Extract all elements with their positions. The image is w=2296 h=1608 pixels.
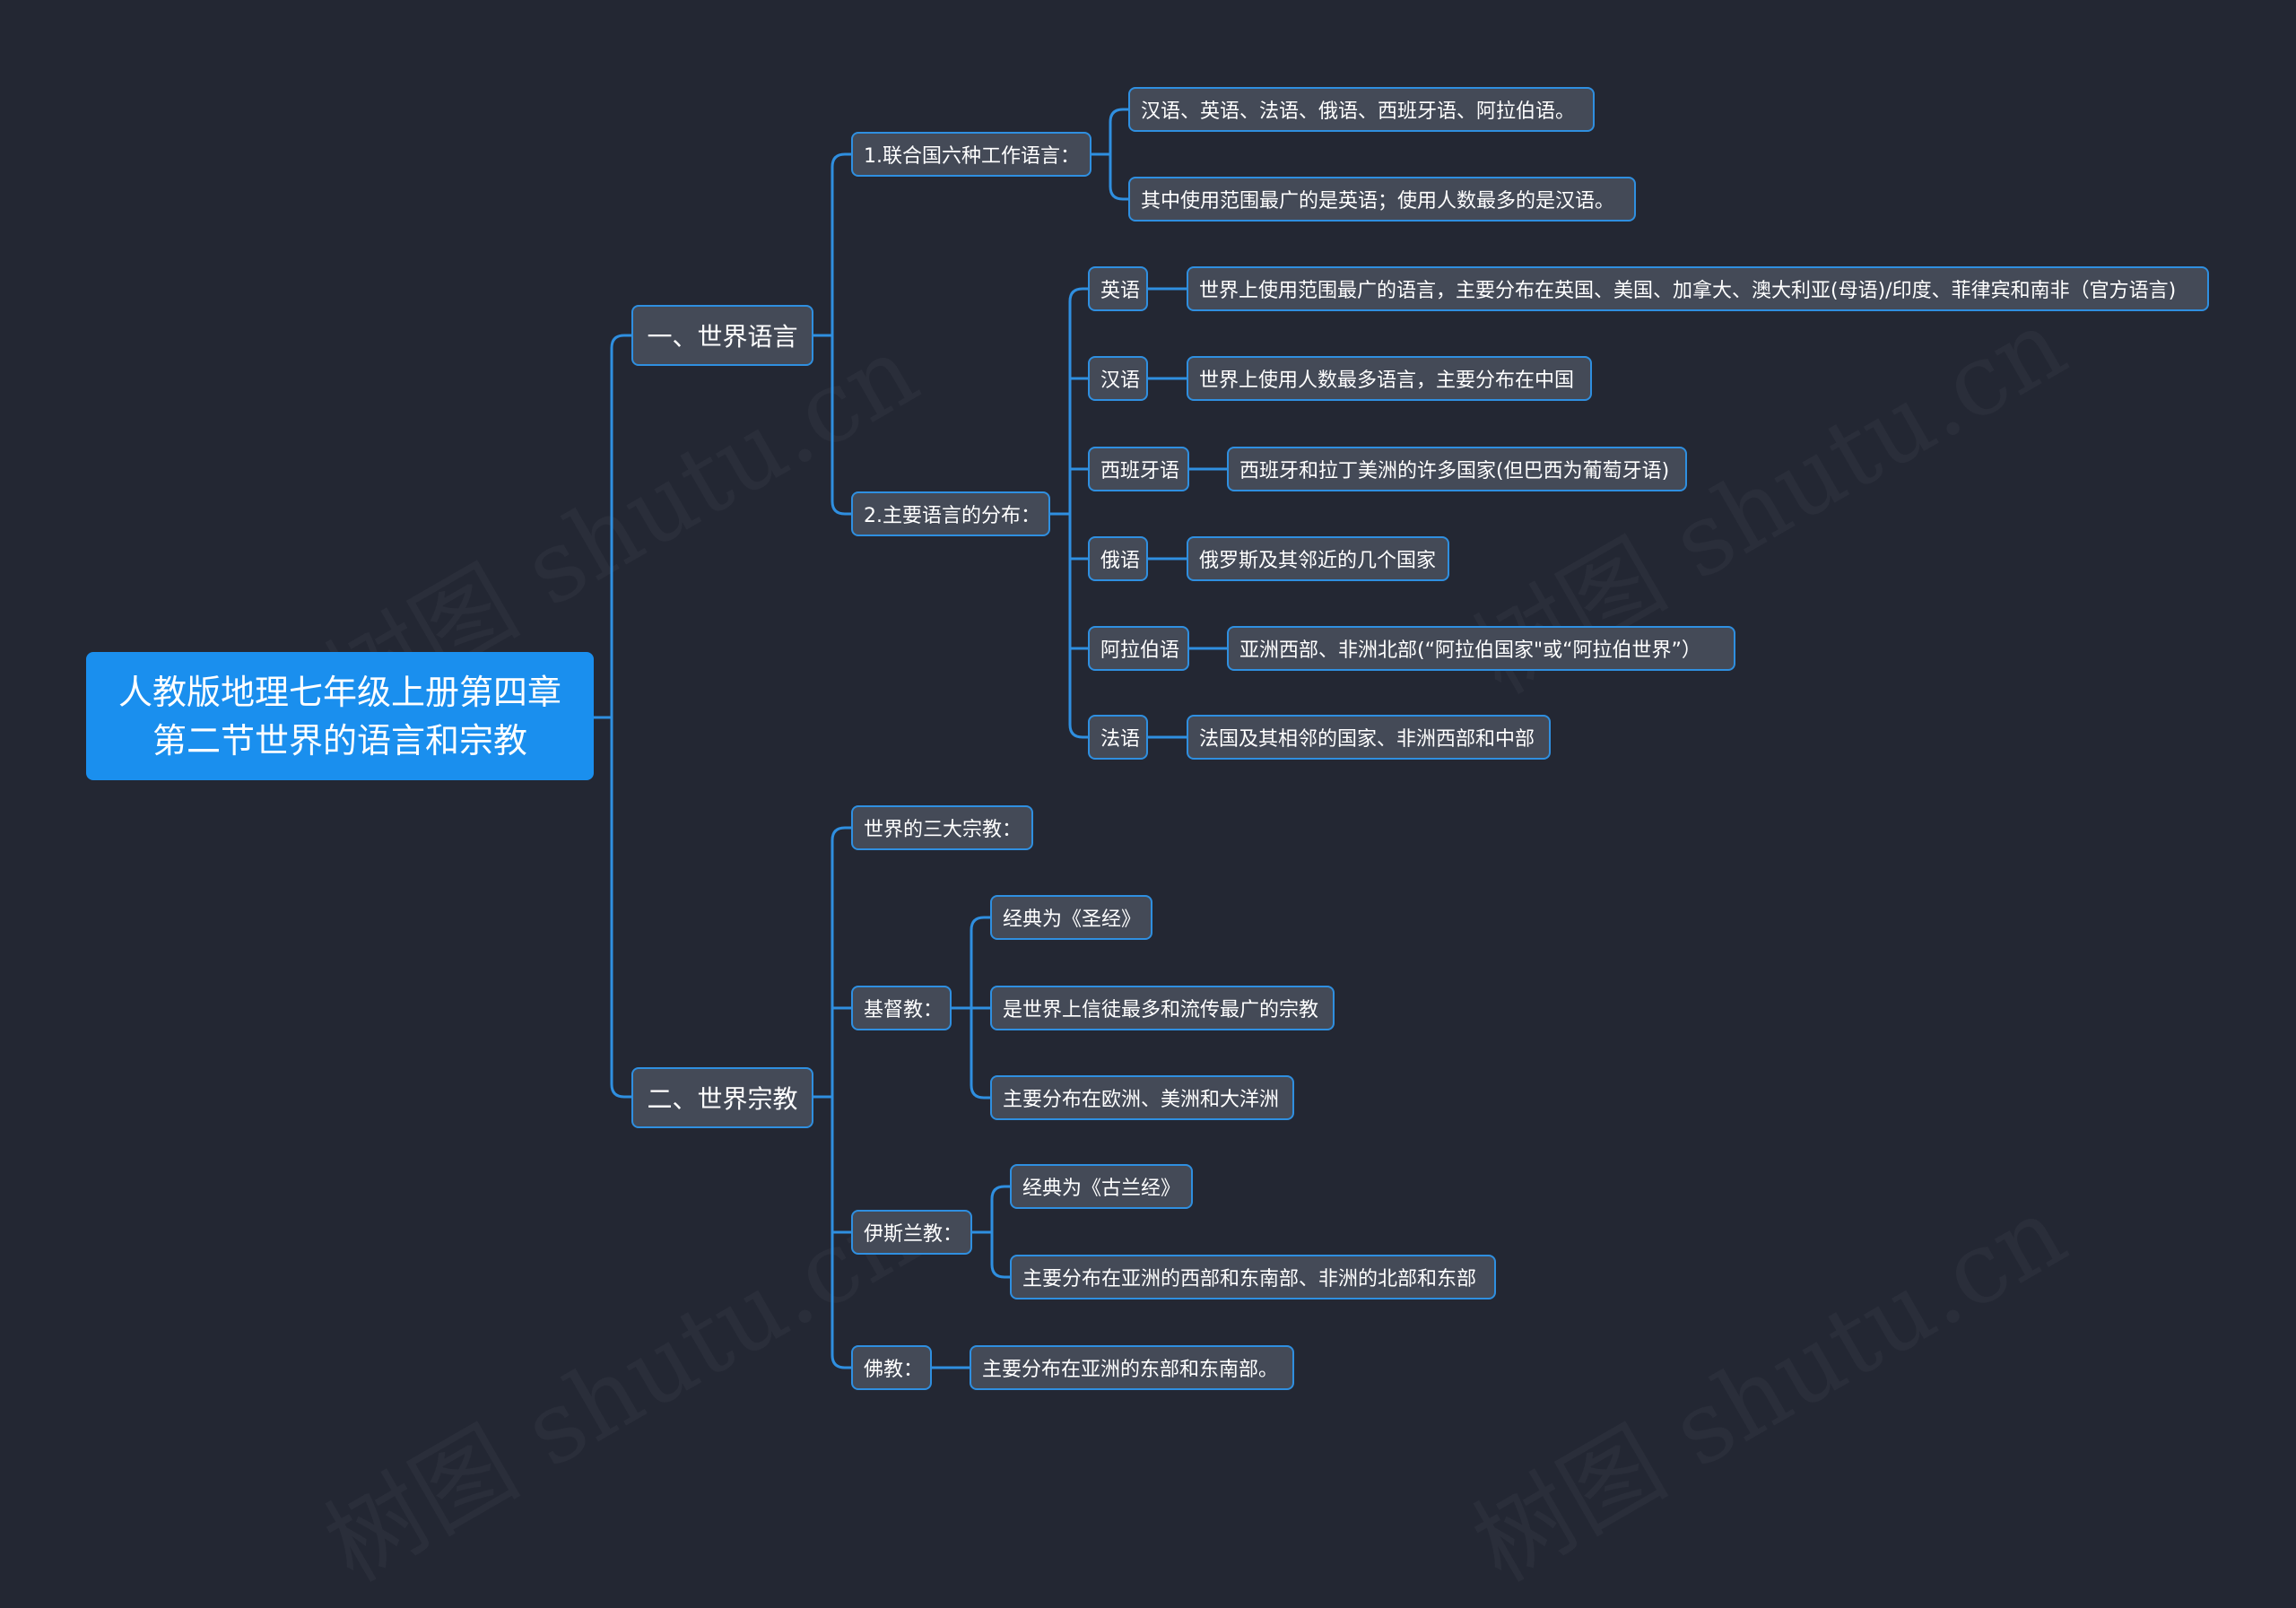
topic-language-french[interactable]: 法语 — [1088, 715, 1148, 760]
topic-language-spanish[interactable]: 西班牙语 — [1088, 447, 1189, 491]
topic-islam[interactable]: 伊斯兰教： — [851, 1210, 972, 1255]
topic-buddhism[interactable]: 佛教： — [851, 1345, 932, 1390]
topic-language-english-desc[interactable]: 世界上使用范围最广的语言，主要分布在英国、美国、加拿大、澳大利亚(母语)/印度、… — [1187, 266, 2209, 311]
topic-language-russian-desc[interactable]: 俄罗斯及其邻近的几个国家 — [1187, 536, 1449, 581]
topic-language-chinese[interactable]: 汉语 — [1088, 356, 1148, 401]
topic-christianity-item[interactable]: 经典为《圣经》 — [990, 895, 1152, 940]
topic-christianity-item[interactable]: 是世界上信徒最多和流传最广的宗教 — [990, 986, 1335, 1030]
topic-three-religions[interactable]: 世界的三大宗教： — [851, 805, 1033, 850]
root-title-line1: 人教版地理七年级上册第四章 — [117, 672, 561, 712]
topic-christianity-item[interactable]: 主要分布在欧洲、美洲和大洋洲 — [990, 1075, 1294, 1120]
topic-language-russian[interactable]: 俄语 — [1088, 536, 1148, 581]
topic-buddhism-item[interactable]: 主要分布在亚洲的东部和东南部。 — [970, 1345, 1294, 1390]
topic-christianity[interactable]: 基督教： — [851, 986, 952, 1030]
topic-islam-item[interactable]: 主要分布在亚洲的西部和东南部、非洲的北部和东部 — [1010, 1255, 1496, 1299]
root-title-line2: 第二节世界的语言和宗教 — [152, 720, 527, 761]
topic-language-arabic[interactable]: 阿拉伯语 — [1088, 626, 1189, 671]
connector-lines — [594, 108, 1227, 1369]
topic-islam-item[interactable]: 经典为《古兰经》 — [1010, 1164, 1193, 1209]
topic-un-languages[interactable]: 1.联合国六种工作语言： — [851, 132, 1091, 177]
topic-language-spanish-desc[interactable]: 西班牙和拉丁美洲的许多国家(但巴西为葡萄牙语) — [1227, 447, 1687, 491]
root-topic[interactable]: 人教版地理七年级上册第四章 第二节世界的语言和宗教 — [86, 652, 594, 780]
topic-language-english[interactable]: 英语 — [1088, 266, 1148, 311]
topic-language-distribution[interactable]: 2.主要语言的分布： — [851, 491, 1050, 536]
topic-un-languages-item[interactable]: 其中使用范围最广的是英语；使用人数最多的是汉语。 — [1128, 177, 1636, 222]
topic-world-languages[interactable]: 一、世界语言 — [631, 305, 813, 366]
topic-world-religions[interactable]: 二、世界宗教 — [631, 1067, 813, 1128]
topic-language-french-desc[interactable]: 法国及其相邻的国家、非洲西部和中部 — [1187, 715, 1551, 760]
topic-language-arabic-desc[interactable]: 亚洲西部、非洲北部(“阿拉伯国家"或“阿拉伯世界”） — [1227, 626, 1735, 671]
topic-language-chinese-desc[interactable]: 世界上使用人数最多语言，主要分布在中国 — [1187, 356, 1592, 401]
topic-un-languages-item[interactable]: 汉语、英语、法语、俄语、西班牙语、阿拉伯语。 — [1128, 87, 1595, 132]
